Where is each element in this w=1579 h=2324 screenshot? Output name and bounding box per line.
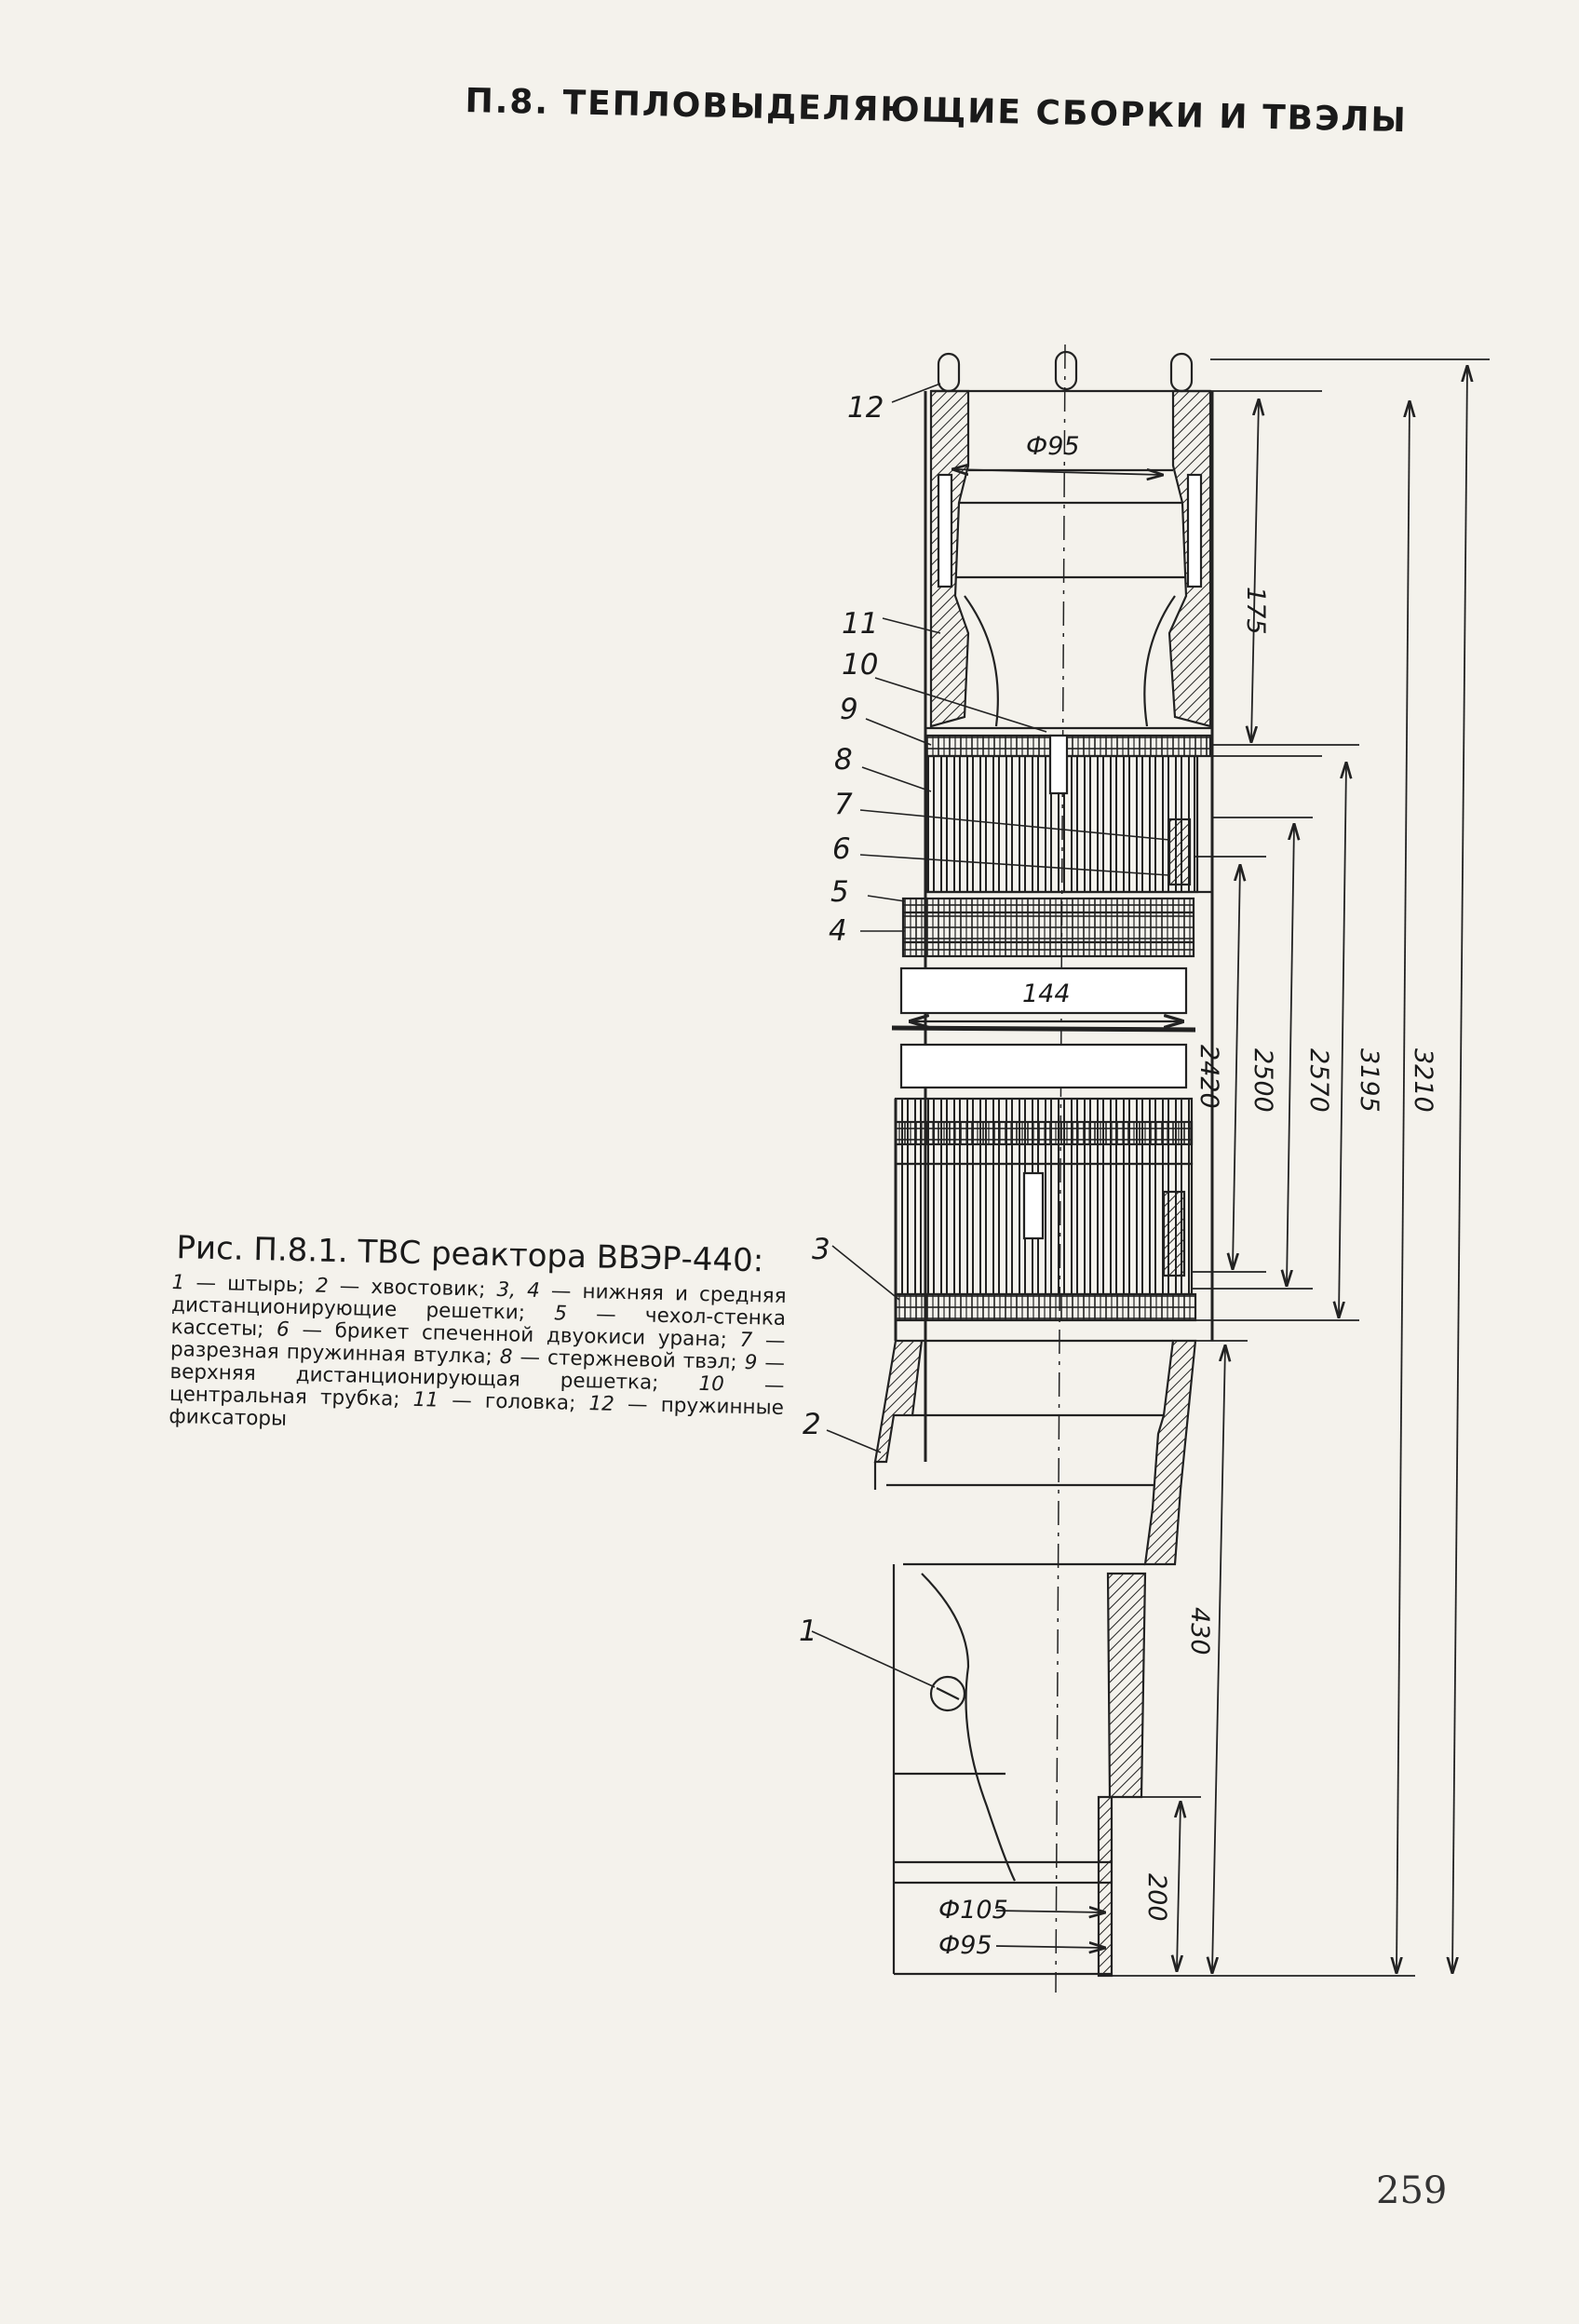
dim-head-height: 175 (1241, 587, 1270, 635)
callout-9: 9 (840, 693, 858, 726)
callout-1: 1 (799, 1615, 817, 1648)
callout-5: 5 (830, 875, 849, 909)
callout-11: 11 (842, 607, 878, 641)
callout-numbers: 12 11 10 9 8 7 6 5 4 3 2 1 (799, 391, 884, 1648)
dim-head-diameter: Ф95 (1026, 432, 1080, 461)
callout-6: 6 (832, 832, 851, 866)
callout-3: 3 (812, 1233, 830, 1266)
dim-2570: 2570 (1304, 1048, 1333, 1113)
lower-fuel-section (894, 1097, 1197, 1341)
dim-tail-length: 430 (1185, 1607, 1214, 1655)
dim-3210: 3210 (1409, 1048, 1437, 1113)
callout-leaders (811, 383, 1170, 1688)
dimension-labels: Ф95 144 Ф105 Ф95 175 2420 2500 2570 3195… (938, 432, 1437, 1960)
callout-7: 7 (834, 788, 853, 821)
callout-10: 10 (842, 648, 878, 682)
dim-hex-width: 144 (1022, 980, 1071, 1008)
tail-assembly (873, 1339, 1197, 1978)
hex-wrapper-break (891, 966, 1196, 1089)
dim-3195: 3195 (1355, 1048, 1383, 1113)
callout-4: 4 (829, 914, 847, 948)
dim-tail-inner: Ф95 (938, 1931, 992, 1960)
dim-2420: 2420 (1194, 1045, 1223, 1109)
callout-8: 8 (834, 743, 853, 777)
callout-2: 2 (803, 1408, 821, 1441)
page-number: 259 (1376, 2169, 1448, 2212)
dim-2500: 2500 (1248, 1048, 1277, 1113)
callout-12: 12 (847, 391, 884, 425)
middle-spacer-grid (901, 897, 1195, 958)
dim-tail-end: 200 (1142, 1873, 1171, 1922)
dimension-lines (953, 358, 1490, 1977)
upper-fuel-section (924, 734, 1212, 894)
dim-tail-outer: Ф105 (938, 1896, 1008, 1925)
